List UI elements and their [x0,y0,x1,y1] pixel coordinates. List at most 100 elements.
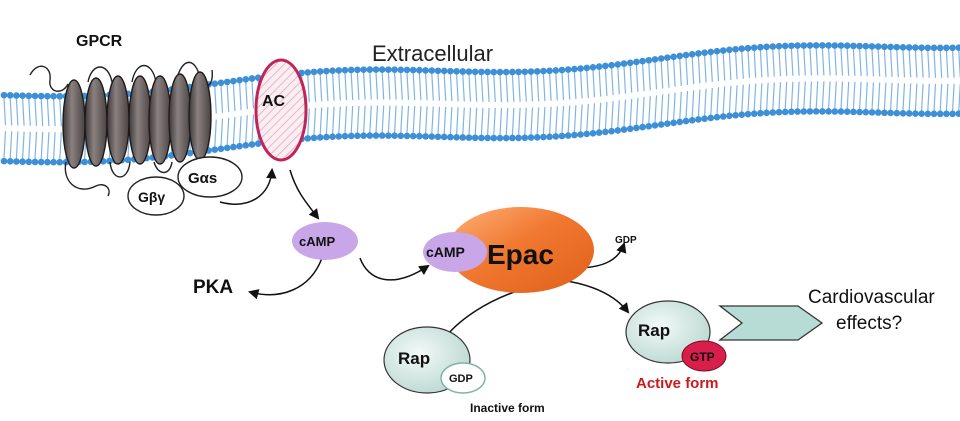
lipid-head [453,68,460,75]
lipid-tail [332,73,335,101]
lipid-head [186,149,194,157]
lipid-head [316,68,324,75]
lipid-tail [59,99,62,127]
lipid-tail [381,72,385,100]
lipid-head [434,133,442,141]
lipid-tail [356,72,360,100]
lipid-tail [679,91,682,119]
lipid-head [862,108,870,116]
lipid-head [471,68,479,76]
lipid-tail [803,81,806,109]
lipid-tail [487,74,490,102]
lipid-head [385,66,392,73]
lipid-head [589,129,597,137]
lipid-tail [40,132,44,160]
lipid-tail [418,106,422,134]
lipid-tail [821,81,825,109]
lipid-head [707,48,715,56]
lipid-head [819,42,826,49]
lipid-head [403,66,411,74]
lipid-head [552,67,560,74]
lipid-tail [536,107,540,135]
lipid-head [341,66,349,74]
lipid-head [25,92,33,100]
lipid-head [583,130,591,138]
lipid-head [682,51,690,59]
lipid-head [211,146,219,153]
lipid-tail [307,108,310,136]
lipid-head [639,57,646,65]
lipid-head [664,54,671,61]
lipid-head [744,44,752,52]
lipid-head [552,133,560,140]
lipid-head [713,113,721,121]
lipid-head [633,124,640,132]
lipid-head [763,109,770,117]
lipid-head [608,61,615,69]
lipid-head [732,45,739,53]
lipid-head [949,44,956,52]
lipid-tail [499,108,503,136]
lipid-tail [59,132,62,160]
lipid-tail [877,82,881,110]
gpcr-receptor [62,71,212,169]
lipid-tail [511,74,515,103]
lipid-tail [790,81,794,109]
g-beta-gamma [127,176,185,216]
lipid-head [905,110,913,117]
lipid-tail [952,83,955,111]
lipid-tail [852,48,856,76]
lipid-tail [425,106,428,134]
lipid-head [781,42,789,50]
lipid-tail [834,81,837,109]
lipid-tail [350,72,354,100]
lipid-tail [363,105,366,133]
lipid-tail [759,83,763,111]
lipid-head [831,42,839,49]
lipid-head [310,134,318,142]
lipid-tail [890,82,893,110]
lipid-tail [809,81,813,109]
lipid-tail [356,105,360,133]
lipid-tail [598,69,602,97]
g-alpha-s [177,156,243,198]
lipid-head [924,110,932,118]
lipid-head [217,145,225,153]
lipid-head [595,63,603,70]
lipid-tail [363,72,366,100]
lipid-head [856,108,863,116]
lipid-head [391,66,398,73]
lipid-tail [704,55,707,83]
lipid-tail [406,72,410,100]
lipid-tail [555,106,558,134]
lipid-tail [778,49,782,77]
lipid-tail [406,105,410,133]
lipid-tail [28,131,31,159]
pka-label: PKA [193,277,233,298]
lipid-head [850,108,857,116]
lipid-head [254,140,262,147]
lipid-head [416,66,423,74]
lipid-tail [313,107,317,135]
lipid-head [589,63,597,71]
lipid-head [521,134,529,142]
lipid-head [856,42,863,50]
lipid-head [744,110,752,118]
lipid-head [893,43,901,51]
lipid-head [360,66,367,73]
adenylyl-cyclase [254,58,308,162]
lipid-tail [338,106,341,134]
lipid-tail [251,114,255,142]
lipid-head [657,55,665,62]
lipid-tail [747,51,751,79]
lipid-tail [40,99,44,127]
lipid-head [490,134,498,142]
lipid-head [6,158,14,165]
lipid-head [484,134,491,142]
lipid-head [633,58,640,66]
rap-inactive-label: Rap [398,349,430,368]
lipid-tail [586,103,589,131]
lipid-head [657,121,665,128]
lipid-tail [772,49,775,77]
lipid-tail [443,106,447,134]
